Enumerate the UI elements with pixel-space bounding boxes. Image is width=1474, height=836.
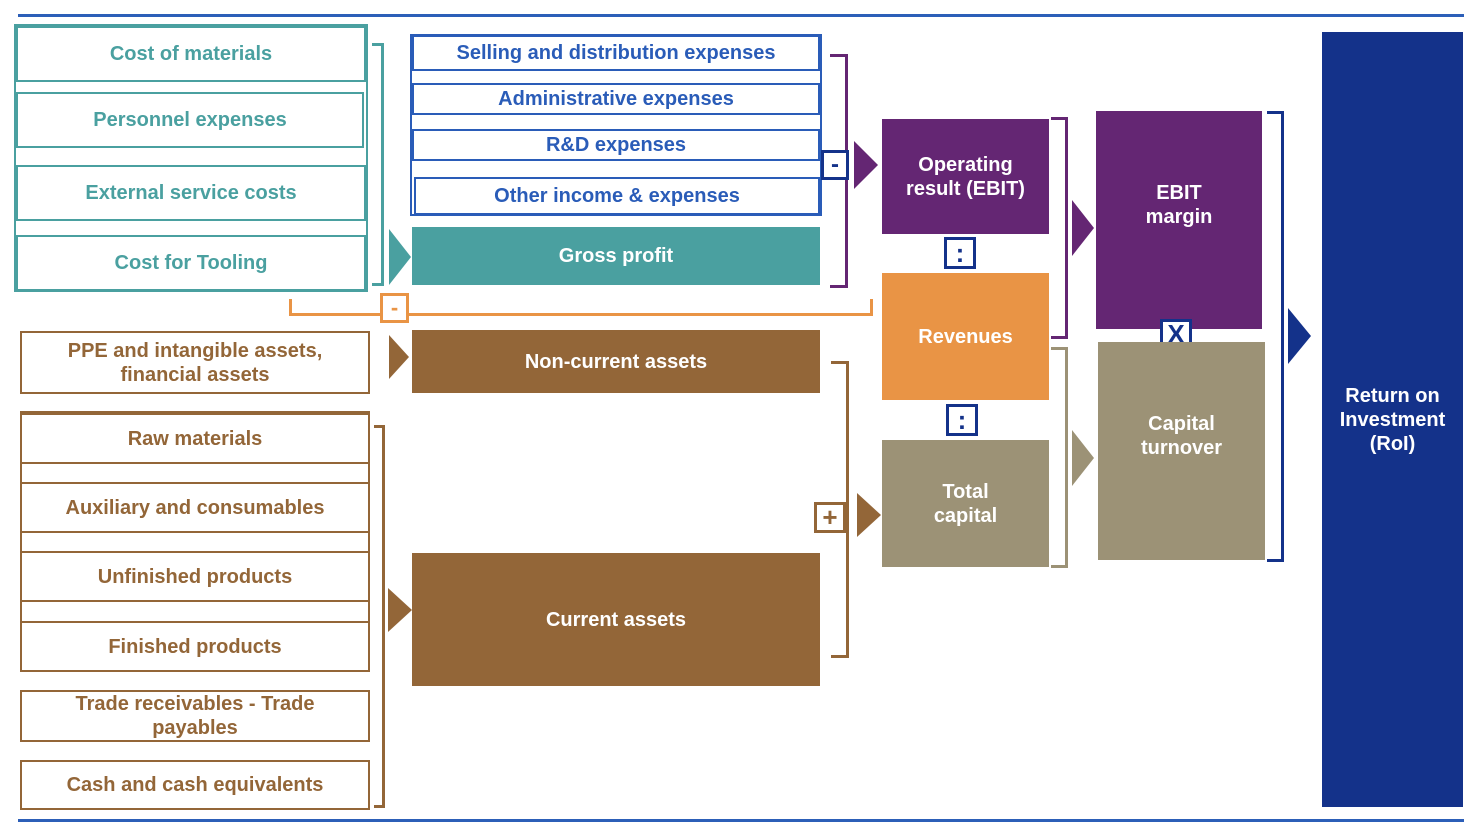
current-item: Auxiliary and consumables xyxy=(20,482,370,533)
revenue-minus-line xyxy=(289,299,873,316)
current-assets-box: Current assets xyxy=(412,553,820,686)
cost-item: Cost for Tooling xyxy=(16,235,366,291)
capital-turnover-bracket xyxy=(1051,347,1068,568)
total-capital-box: Total capital xyxy=(882,440,1049,567)
roi-bracket xyxy=(1267,111,1284,562)
divide-operator: : xyxy=(946,404,978,436)
arrow-to-total-capital xyxy=(857,493,881,537)
current-item: Trade receivables - Trade payables xyxy=(20,690,370,742)
cost-group-frame xyxy=(14,24,368,292)
arrow-to-non-current xyxy=(389,335,409,379)
arrow-to-current xyxy=(388,588,412,632)
capital-turnover-box: Capital turnover xyxy=(1098,342,1265,560)
roi-box: Return on Investment (RoI) xyxy=(1322,32,1463,807)
divide-operator: : xyxy=(944,237,976,269)
current-bracket xyxy=(374,425,385,808)
expense-item: Other income & expenses xyxy=(414,177,820,215)
cost-item: External service costs xyxy=(16,165,366,221)
current-item: Cash and cash equivalents xyxy=(20,760,370,810)
minus-operator: - xyxy=(821,150,849,180)
current-item: Finished products xyxy=(20,621,370,672)
non-current-assets-box: Non-current assets xyxy=(412,330,820,393)
cost-item: Cost of materials xyxy=(16,26,366,82)
cost-item: Personnel expenses xyxy=(16,92,364,148)
assets-bracket xyxy=(831,361,849,658)
arrow-to-roi xyxy=(1288,308,1311,364)
expense-item: Administrative expenses xyxy=(412,83,820,115)
arrow-to-capital-turnover xyxy=(1072,430,1094,486)
arrow-to-gross-profit xyxy=(389,229,411,285)
expense-item: R&D expenses xyxy=(412,129,820,161)
arrow-to-ebit xyxy=(854,141,878,189)
minus-operator-revenue: - xyxy=(380,293,409,323)
expense-item: Selling and distribution expenses xyxy=(412,35,820,71)
bottom-rule xyxy=(18,819,1464,822)
ebit-margin-box: EBIT margin xyxy=(1096,111,1262,329)
arrow-to-ebit-margin xyxy=(1072,200,1094,256)
top-rule xyxy=(18,14,1464,17)
cost-bracket xyxy=(372,43,384,286)
gross-profit-box: Gross profit xyxy=(412,227,820,285)
plus-operator: + xyxy=(814,502,846,533)
current-item: Raw materials xyxy=(20,413,370,464)
operating-result-box: Operating result (EBIT) xyxy=(882,119,1049,234)
current-item: Unfinished products xyxy=(20,551,370,602)
non-current-source-item: PPE and intangible assets, financial ass… xyxy=(20,331,370,394)
ebit-margin-bracket xyxy=(1051,117,1068,339)
revenues-box: Revenues xyxy=(882,273,1049,400)
